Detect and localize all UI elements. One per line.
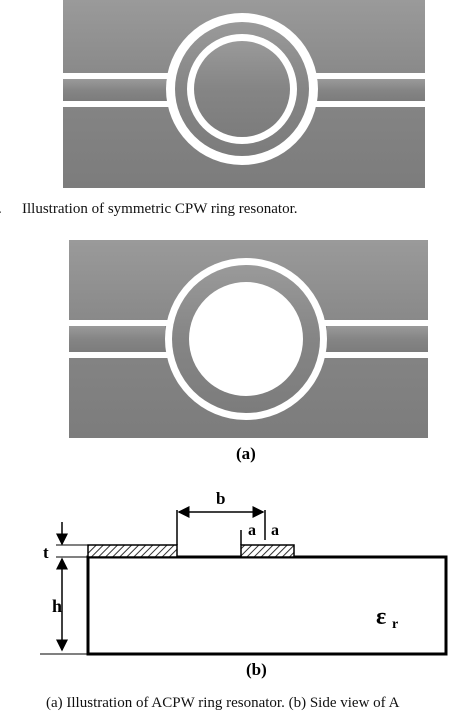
dim-label-h: h xyxy=(52,596,62,616)
feed-line-right xyxy=(327,326,428,352)
ring-center-conductor xyxy=(194,41,290,137)
substrate xyxy=(86,555,448,656)
acpw-side-view-figure: b a a t h ε r xyxy=(40,489,448,656)
dim-label-epsilon-subscript: r xyxy=(392,617,398,632)
dim-label-b: b xyxy=(216,489,225,508)
panel-a-label: (a) xyxy=(236,444,256,463)
feed-line-left xyxy=(69,326,165,352)
dim-label-a-right: a xyxy=(271,522,279,539)
panel-b-label: (b) xyxy=(246,660,267,679)
dim-label-t: t xyxy=(43,543,49,562)
metal-strip-right xyxy=(240,544,295,558)
metal-strip-left xyxy=(87,544,178,558)
figure1-caption: Illustration of symmetric CPW ring reson… xyxy=(22,201,298,217)
dim-label-epsilon: ε xyxy=(376,604,386,630)
acpw-ring-figure xyxy=(69,240,428,438)
feed-line-left xyxy=(63,79,166,101)
dim-label-a-left: a xyxy=(248,522,256,539)
ring-inner-opening xyxy=(189,282,303,396)
figure2-caption: (a) Illustration of ACPW ring resonator.… xyxy=(46,695,400,711)
feed-line-right xyxy=(318,79,425,101)
figure1-caption-number: . xyxy=(0,201,2,218)
symmetric-cpw-ring-figure xyxy=(63,0,425,188)
